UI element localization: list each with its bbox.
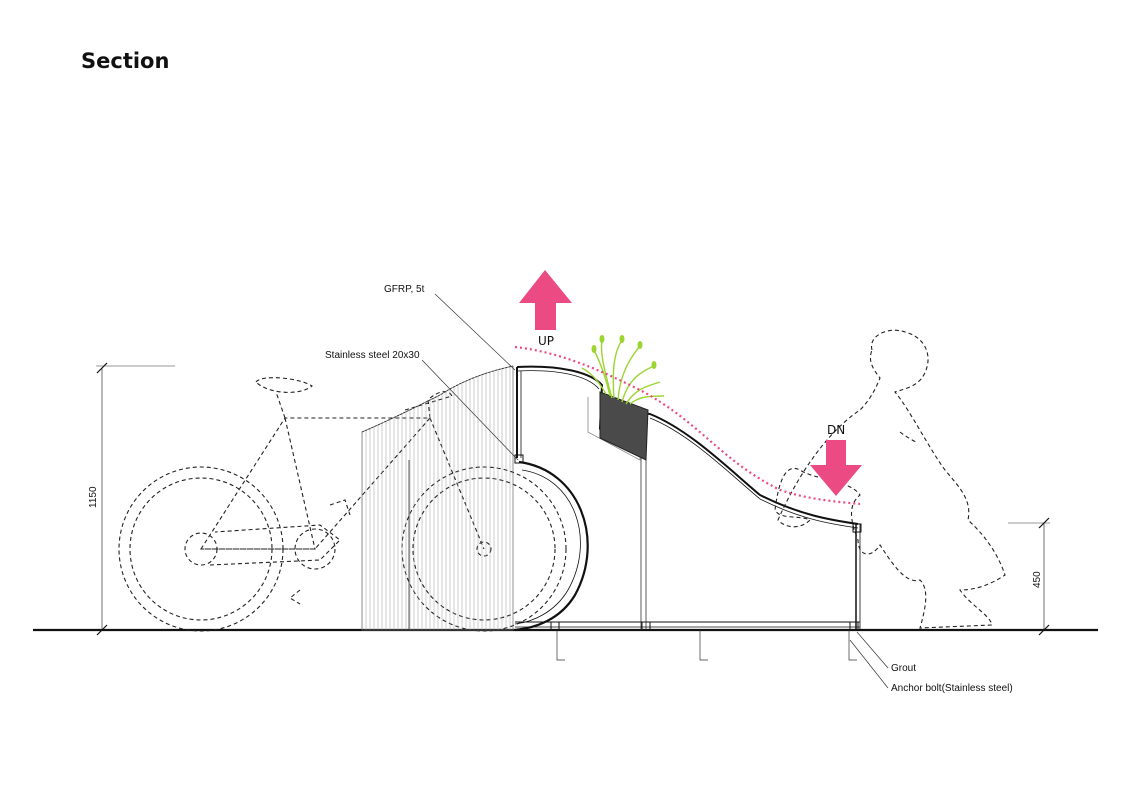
dimension-450-label: 450 bbox=[1032, 571, 1043, 588]
label-gfrp: GFRP, 5t bbox=[384, 284, 425, 295]
up-label: UP bbox=[538, 334, 554, 348]
label-stainless-steel: Stainless steel 20x30 bbox=[325, 350, 420, 361]
dn-label: DN bbox=[827, 423, 845, 437]
planter bbox=[581, 335, 665, 461]
dimension-1150-label: 1150 bbox=[88, 486, 99, 508]
down-arrow-icon bbox=[810, 440, 862, 496]
rear-panel bbox=[361, 365, 514, 631]
label-anchor-bolt: Anchor bolt(Stainless steel) bbox=[891, 683, 1013, 694]
dimension-total-height bbox=[96, 362, 175, 636]
person-silhouette bbox=[774, 329, 1006, 629]
up-arrow-icon bbox=[519, 270, 572, 330]
flow-line bbox=[514, 345, 861, 506]
page-title: Section bbox=[81, 49, 170, 73]
dimension-seat-height bbox=[1008, 517, 1050, 636]
grass-icon bbox=[581, 339, 665, 405]
label-grout: Grout bbox=[891, 663, 916, 674]
bench-structure bbox=[514, 365, 862, 661]
